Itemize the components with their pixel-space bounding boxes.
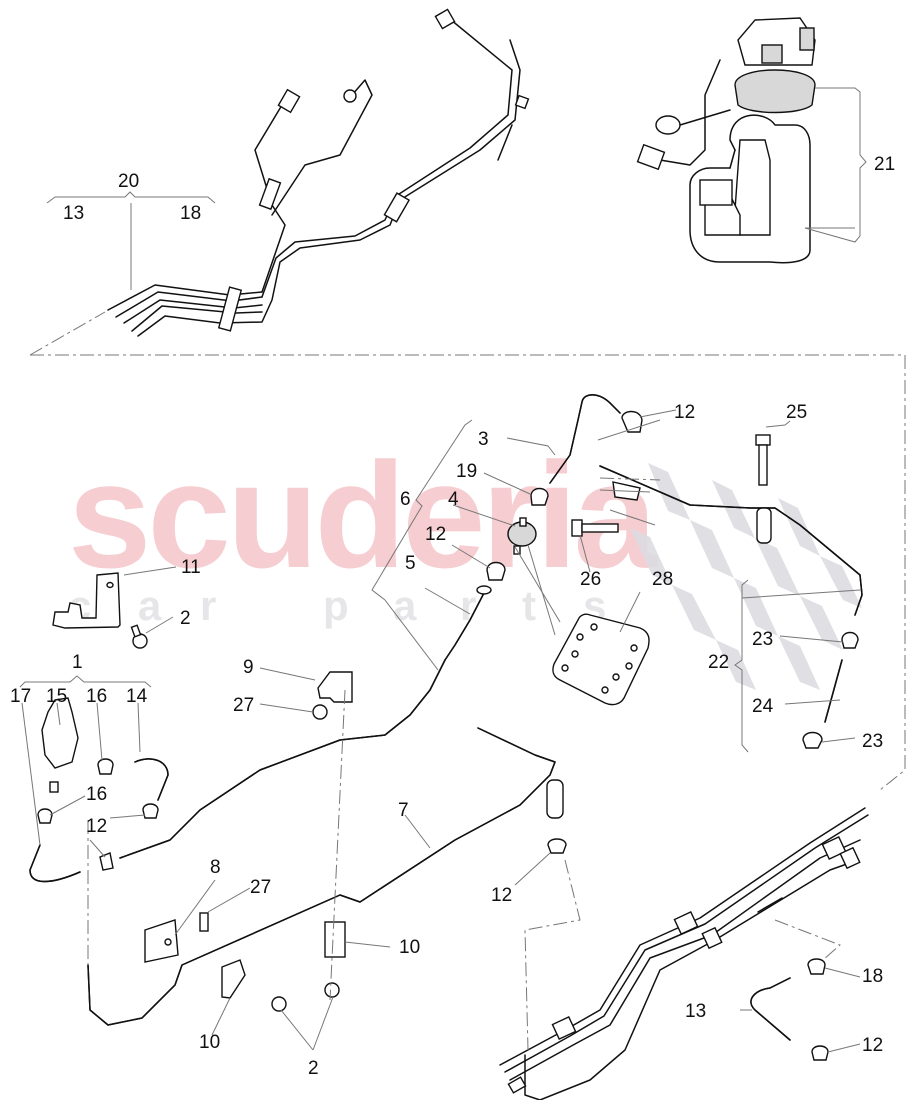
callout-1[interactable]: 1 xyxy=(72,652,83,673)
fuel-line-assembly-top xyxy=(107,8,530,337)
leader-6 xyxy=(384,599,439,671)
bracket-20 xyxy=(46,191,216,204)
clamp-19 xyxy=(530,487,549,506)
watermark-letter: a xyxy=(138,582,162,629)
watermark-letter: a xyxy=(393,582,417,629)
clamp-12-center xyxy=(486,561,506,581)
callout-27[interactable]: 27 xyxy=(250,877,272,898)
callout-21[interactable]: 21 xyxy=(874,154,896,175)
callout-5[interactable]: 5 xyxy=(405,553,416,574)
bracket-22 xyxy=(734,579,749,753)
leader-lines xyxy=(21,409,861,1053)
clamp-12-left-upper xyxy=(142,803,159,819)
callout-9[interactable]: 9 xyxy=(243,657,254,678)
separator-line xyxy=(29,311,106,356)
hose-3 xyxy=(549,394,621,484)
callout-12[interactable]: 12 xyxy=(674,402,696,423)
callout-13[interactable]: 13 xyxy=(63,203,85,224)
clamp-18 xyxy=(807,958,826,975)
clamp-12-left-lower xyxy=(99,852,114,871)
fuel-line-bundle-bottom xyxy=(499,807,869,1100)
callout-18[interactable]: 18 xyxy=(862,966,884,987)
clamp-16-lower xyxy=(37,808,53,824)
hose-13 xyxy=(750,977,791,1041)
callout-15[interactable]: 15 xyxy=(46,686,68,707)
callout-10[interactable]: 10 xyxy=(199,1032,221,1053)
callout-14[interactable]: 14 xyxy=(126,686,148,707)
fuel-pump-module xyxy=(636,17,816,264)
callout-12[interactable]: 12 xyxy=(86,816,108,837)
valve-4 xyxy=(507,517,537,555)
hose-5 xyxy=(444,585,492,661)
callout-27[interactable]: 27 xyxy=(233,695,255,716)
bolt-2-upper xyxy=(130,624,148,649)
clamp-12-bottom-right xyxy=(811,1045,829,1061)
callout-18[interactable]: 18 xyxy=(180,203,202,224)
bracket-11 xyxy=(52,572,121,629)
callout-11[interactable]: 11 xyxy=(181,557,201,578)
bracket-1 xyxy=(19,675,152,688)
checkered-flag-watermark xyxy=(630,463,862,690)
hose-14 xyxy=(134,758,169,801)
callout-2[interactable]: 2 xyxy=(308,1058,319,1079)
clamp-23-upper xyxy=(841,631,859,649)
clamp-12-bottom xyxy=(547,838,567,854)
watermark-letter: p xyxy=(323,582,349,629)
callout-6[interactable]: 6 xyxy=(400,489,411,510)
callout-23[interactable]: 23 xyxy=(862,731,884,752)
callout-10[interactable]: 10 xyxy=(399,937,421,958)
bracket-8 xyxy=(144,919,179,963)
leader-22 xyxy=(741,589,861,599)
callout-22[interactable]: 22 xyxy=(708,652,730,673)
bracket-9 xyxy=(317,671,353,703)
callout-20[interactable]: 20 xyxy=(118,171,140,192)
watermark-letter: r xyxy=(200,582,217,629)
callout-24[interactable]: 24 xyxy=(752,696,774,717)
callout-16[interactable]: 16 xyxy=(86,784,108,805)
bracket-21 xyxy=(804,87,867,243)
callout-23[interactable]: 23 xyxy=(752,629,774,650)
pad-28 xyxy=(552,613,650,706)
callout-12[interactable]: 12 xyxy=(491,885,513,906)
valve-15 xyxy=(41,697,79,793)
clamp-23-lower xyxy=(802,731,823,749)
hose-17 xyxy=(29,844,81,883)
callout-2[interactable]: 2 xyxy=(180,608,191,629)
callout-7[interactable]: 7 xyxy=(398,800,409,821)
separator-line xyxy=(30,354,906,791)
line-7 xyxy=(87,727,564,1026)
callout-26[interactable]: 26 xyxy=(580,569,602,590)
callout-12[interactable]: 12 xyxy=(862,1035,884,1056)
callout-16[interactable]: 16 xyxy=(86,686,108,707)
callout-3[interactable]: 3 xyxy=(478,429,489,450)
grommet-27-upper xyxy=(312,704,328,720)
line-22 xyxy=(599,465,863,616)
callout-4[interactable]: 4 xyxy=(448,489,459,510)
callout-28[interactable]: 28 xyxy=(652,569,674,590)
callout-17[interactable]: 17 xyxy=(10,686,32,707)
watermark-letter: t xyxy=(522,582,536,629)
callout-12[interactable]: 12 xyxy=(425,524,447,545)
clamp-12-upper xyxy=(621,410,643,433)
hose-24 xyxy=(824,659,843,723)
callout-13[interactable]: 13 xyxy=(685,1001,707,1022)
clamp-10-lower xyxy=(221,959,246,999)
clamp-16-upper xyxy=(97,758,114,775)
callout-19[interactable]: 19 xyxy=(456,461,478,482)
clip-10-right xyxy=(324,921,346,958)
grommet-27 xyxy=(199,912,209,932)
bolt-25 xyxy=(755,434,771,486)
callout-25[interactable]: 25 xyxy=(786,402,808,423)
callout-8[interactable]: 8 xyxy=(210,857,221,878)
bolt-26 xyxy=(571,519,619,537)
bolt-2-lower xyxy=(271,982,340,1012)
dashed-guides xyxy=(87,477,841,1051)
bracket-6 xyxy=(371,419,473,601)
